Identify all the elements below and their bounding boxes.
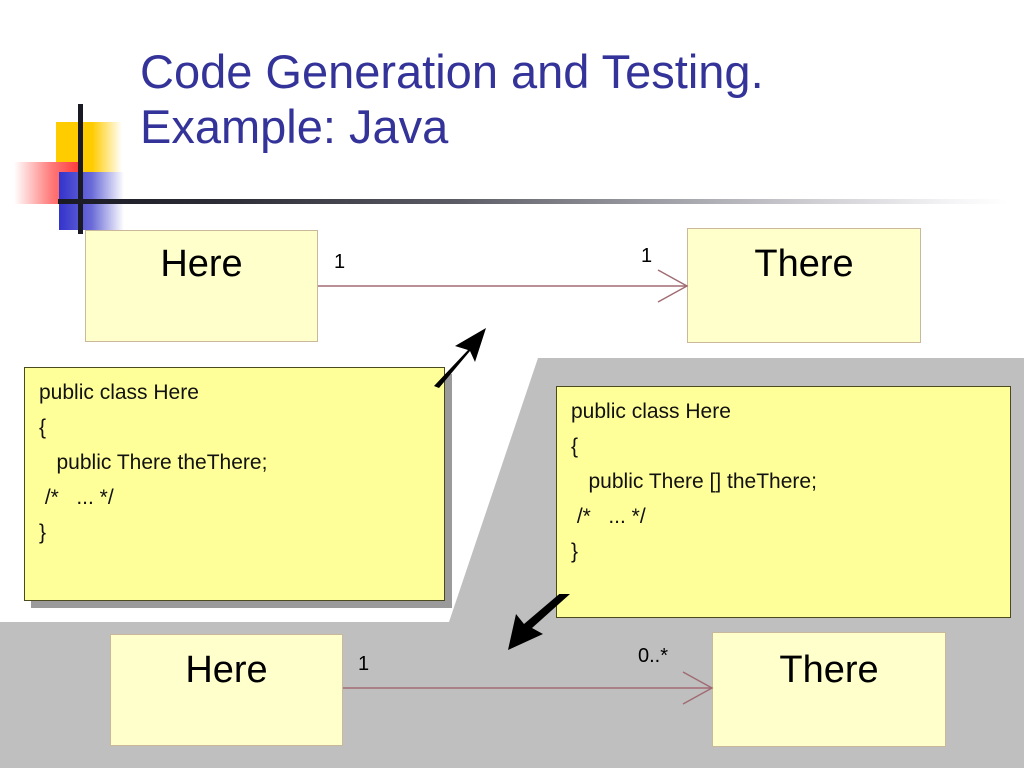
code-line: /* ... */ [571,505,646,528]
code-note-right: public class Here { public There [] theT… [556,386,1011,618]
multiplicity-source-bottom: 1 [358,653,370,675]
uml-class-label: Here [185,649,268,691]
decorative-logo [14,104,124,234]
code-line: public There theThere; [39,451,268,474]
association-arrowhead [657,269,689,303]
code-line: public There [] theThere; [571,470,817,493]
title-divider-rule [58,199,1008,204]
uml-class-label: There [754,243,854,285]
uml-class-here-top[interactable]: Here [85,230,318,342]
uml-class-there-bottom[interactable]: There [712,632,946,747]
uml-class-here-bottom[interactable]: Here [110,634,343,746]
code-line: /* ... */ [39,486,114,509]
association-top [318,269,689,303]
uml-class-label: There [779,649,879,691]
association-arrowhead [682,671,714,705]
multiplicity-target-bottom: 0..* [638,645,669,667]
multiplicity-source-top: 1 [334,251,346,273]
code-line: public class Here [571,400,731,423]
page-title: Code Generation and Testing. Example: Ja… [140,45,764,154]
association-bottom [343,671,714,705]
code-line: { [39,416,47,439]
code-note-left: public class Here { public There theTher… [24,367,445,601]
code-line: { [571,435,579,458]
uml-class-there-top[interactable]: There [687,228,921,343]
code-line: public class Here [39,381,199,404]
code-line: } [39,521,47,544]
uml-class-label: Here [160,243,243,285]
logo-vertical-rule [78,104,83,234]
code-line: } [571,540,579,563]
multiplicity-target-top: 1 [641,245,653,267]
